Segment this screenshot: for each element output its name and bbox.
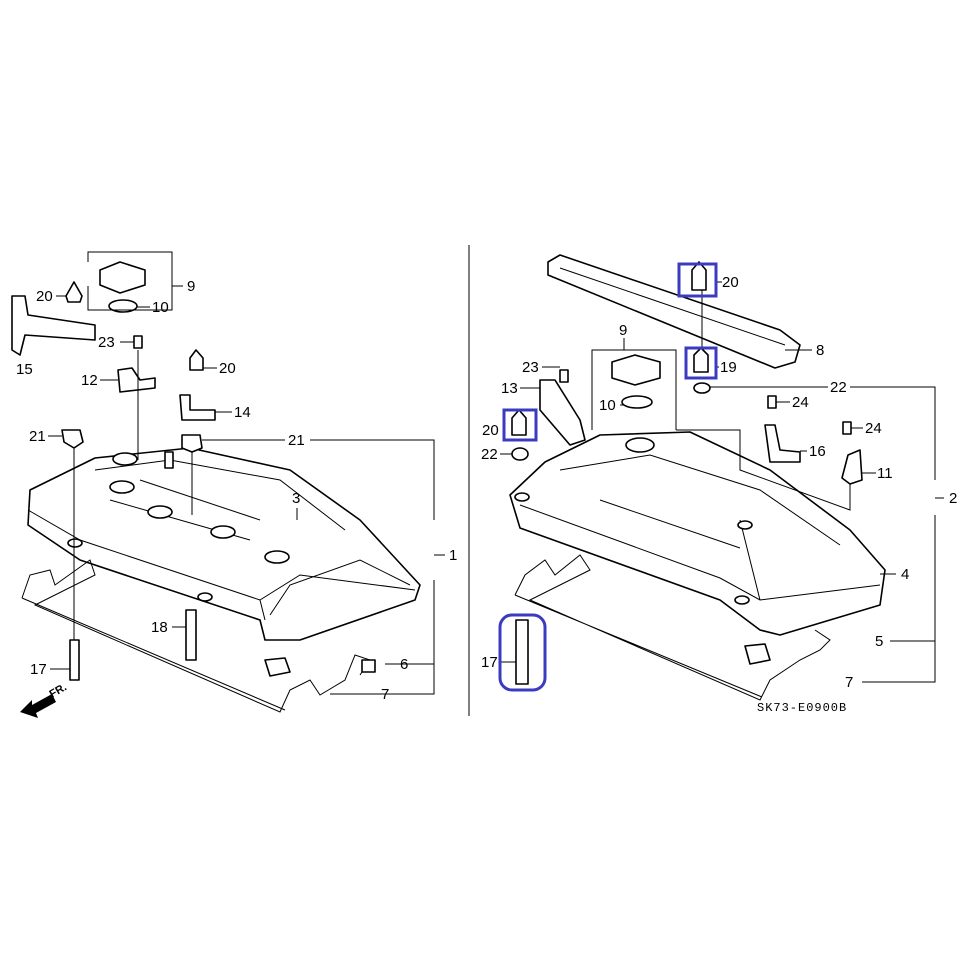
part-label: 21 <box>288 432 305 449</box>
part-label: 20 <box>36 288 53 305</box>
ignition-coil-cover <box>547 254 801 369</box>
right-gasket <box>514 554 831 701</box>
right-labels: 20 8 9 23 19 13 22 10 24 20 24 22 16 11 … <box>481 274 957 715</box>
front-marker-label: FR. <box>48 681 69 700</box>
left-labels: 20 9 10 23 15 20 12 14 21 21 3 1 18 6 17… <box>16 278 457 703</box>
part-label: 18 <box>151 619 168 636</box>
part-label: 19 <box>720 359 737 376</box>
part-label: 23 <box>522 359 539 376</box>
part-label: 8 <box>816 342 824 359</box>
part-label: 24 <box>865 420 882 437</box>
part-label: 20 <box>219 360 236 377</box>
part-label: 11 <box>877 465 893 482</box>
left-gasket <box>21 559 371 713</box>
part-label: 10 <box>152 299 169 316</box>
part-label: 6 <box>400 656 408 673</box>
part-label: 13 <box>501 380 518 397</box>
part-label: 9 <box>619 322 627 339</box>
part-label: 20 <box>482 422 499 439</box>
part-label: 22 <box>481 446 498 463</box>
part-label: 12 <box>81 372 98 389</box>
part-label: 15 <box>16 361 33 378</box>
part-label: 1 <box>449 547 457 564</box>
part-label: 24 <box>792 394 809 411</box>
highlight-part-20-top <box>677 262 718 298</box>
part-label: 5 <box>875 633 883 650</box>
part-label: 7 <box>381 686 389 703</box>
left-leader-lines <box>48 251 445 695</box>
part-label: 2 <box>949 490 957 507</box>
part-label: 17 <box>30 661 47 678</box>
highlight-boxes <box>498 262 718 692</box>
part-label: 9 <box>187 278 195 295</box>
part-label: 3 <box>292 490 300 507</box>
part-label: 4 <box>901 566 909 583</box>
part-label: 16 <box>809 443 826 460</box>
highlight-part-17 <box>498 613 547 692</box>
highlight-part-20-left <box>502 408 538 442</box>
front-direction-arrow: FR. <box>20 681 69 718</box>
part-label: 7 <box>845 674 853 691</box>
part-label: 10 <box>599 397 616 414</box>
diagram-code: SK73-E0900B <box>757 701 847 715</box>
part-label: 22 <box>830 379 847 396</box>
part-label: 21 <box>29 428 46 445</box>
right-valve-cover <box>509 431 886 636</box>
part-label: 17 <box>481 654 498 671</box>
part-label: 20 <box>722 274 739 291</box>
right-small-parts <box>511 261 863 685</box>
part-label: 14 <box>234 404 251 421</box>
part-label: 23 <box>98 334 115 351</box>
left-valve-cover <box>27 447 421 641</box>
highlight-part-19 <box>684 346 718 380</box>
